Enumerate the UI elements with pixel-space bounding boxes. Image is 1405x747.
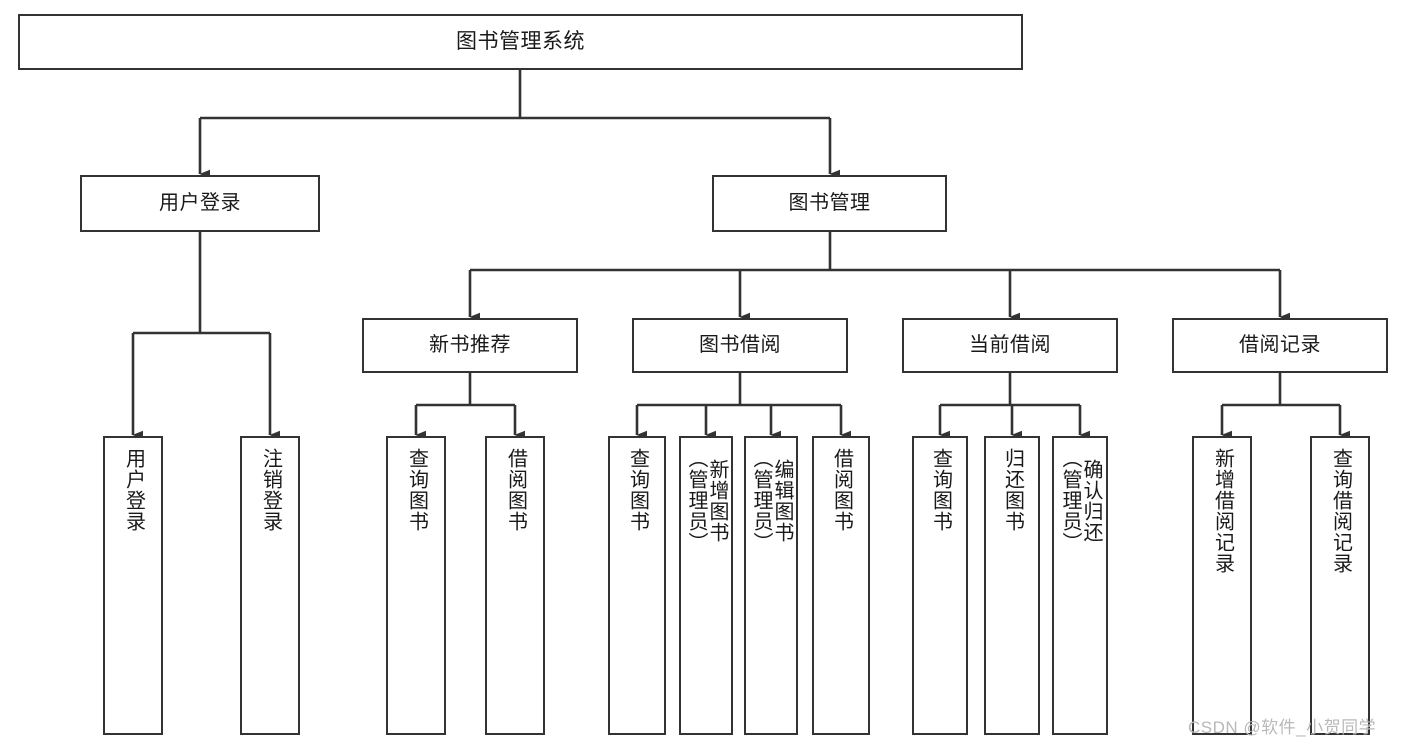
node-label: 新增图书 （管理员） bbox=[685, 448, 728, 553]
node-leaf-cur-return[interactable]: 归还图书 bbox=[984, 436, 1040, 735]
node-leaf-bw-edit[interactable]: 编辑图书 （管理员） bbox=[744, 436, 798, 735]
node-label: 借阅图书 bbox=[830, 448, 853, 532]
node-label: 确认归还 （管理员） bbox=[1059, 448, 1102, 553]
node-label: 查询图书 bbox=[626, 448, 649, 532]
node-leaf-cur-confirm[interactable]: 确认归还 （管理员） bbox=[1052, 436, 1108, 735]
node-label: 编辑图书 （管理员） bbox=[750, 448, 793, 553]
node-current[interactable]: 当前借阅 bbox=[902, 318, 1118, 373]
node-borrow[interactable]: 图书借阅 bbox=[632, 318, 848, 373]
node-leaf-user-login[interactable]: 用户登录 bbox=[103, 436, 163, 735]
node-leaf-rec-add[interactable]: 新增借阅记录 bbox=[1192, 436, 1252, 735]
node-leaf-rec-query[interactable]: 查询借阅记录 bbox=[1310, 436, 1370, 735]
node-label: 借阅记录 bbox=[1239, 333, 1321, 356]
node-label: 查询图书 bbox=[929, 448, 952, 532]
node-leaf-bw-query[interactable]: 查询图书 bbox=[608, 436, 666, 735]
node-label: 图书管理系统 bbox=[456, 29, 585, 53]
node-label: 归还图书 bbox=[1001, 448, 1024, 532]
node-newbook[interactable]: 新书推荐 bbox=[362, 318, 578, 373]
node-records[interactable]: 借阅记录 bbox=[1172, 318, 1388, 373]
node-label: 新书推荐 bbox=[429, 333, 511, 356]
node-label: 新增借阅记录 bbox=[1211, 448, 1234, 574]
node-label: 当前借阅 bbox=[969, 333, 1051, 356]
node-leaf-user-logout[interactable]: 注销登录 bbox=[240, 436, 300, 735]
node-label: 用户登录 bbox=[159, 191, 241, 214]
node-label: 图书借阅 bbox=[699, 333, 781, 356]
node-leaf-bw-borrow[interactable]: 借阅图书 bbox=[812, 436, 870, 735]
node-root[interactable]: 图书管理系统 bbox=[18, 14, 1023, 70]
node-label: 借阅图书 bbox=[504, 448, 527, 532]
node-label: 用户登录 bbox=[122, 448, 145, 532]
node-label: 查询借阅记录 bbox=[1329, 448, 1352, 574]
node-leaf-cur-query[interactable]: 查询图书 bbox=[912, 436, 968, 735]
node-label: 注销登录 bbox=[259, 448, 282, 532]
node-leaf-nb-query[interactable]: 查询图书 bbox=[386, 436, 446, 735]
node-login[interactable]: 用户登录 bbox=[80, 175, 320, 232]
node-label: 图书管理 bbox=[788, 191, 871, 214]
node-bookmgmt[interactable]: 图书管理 bbox=[712, 175, 947, 232]
node-leaf-nb-borrow[interactable]: 借阅图书 bbox=[485, 436, 545, 735]
node-leaf-bw-add[interactable]: 新增图书 （管理员） bbox=[679, 436, 733, 735]
watermark: CSDN @软件_小贺同学 bbox=[1188, 718, 1377, 737]
node-label: 查询图书 bbox=[405, 448, 428, 532]
